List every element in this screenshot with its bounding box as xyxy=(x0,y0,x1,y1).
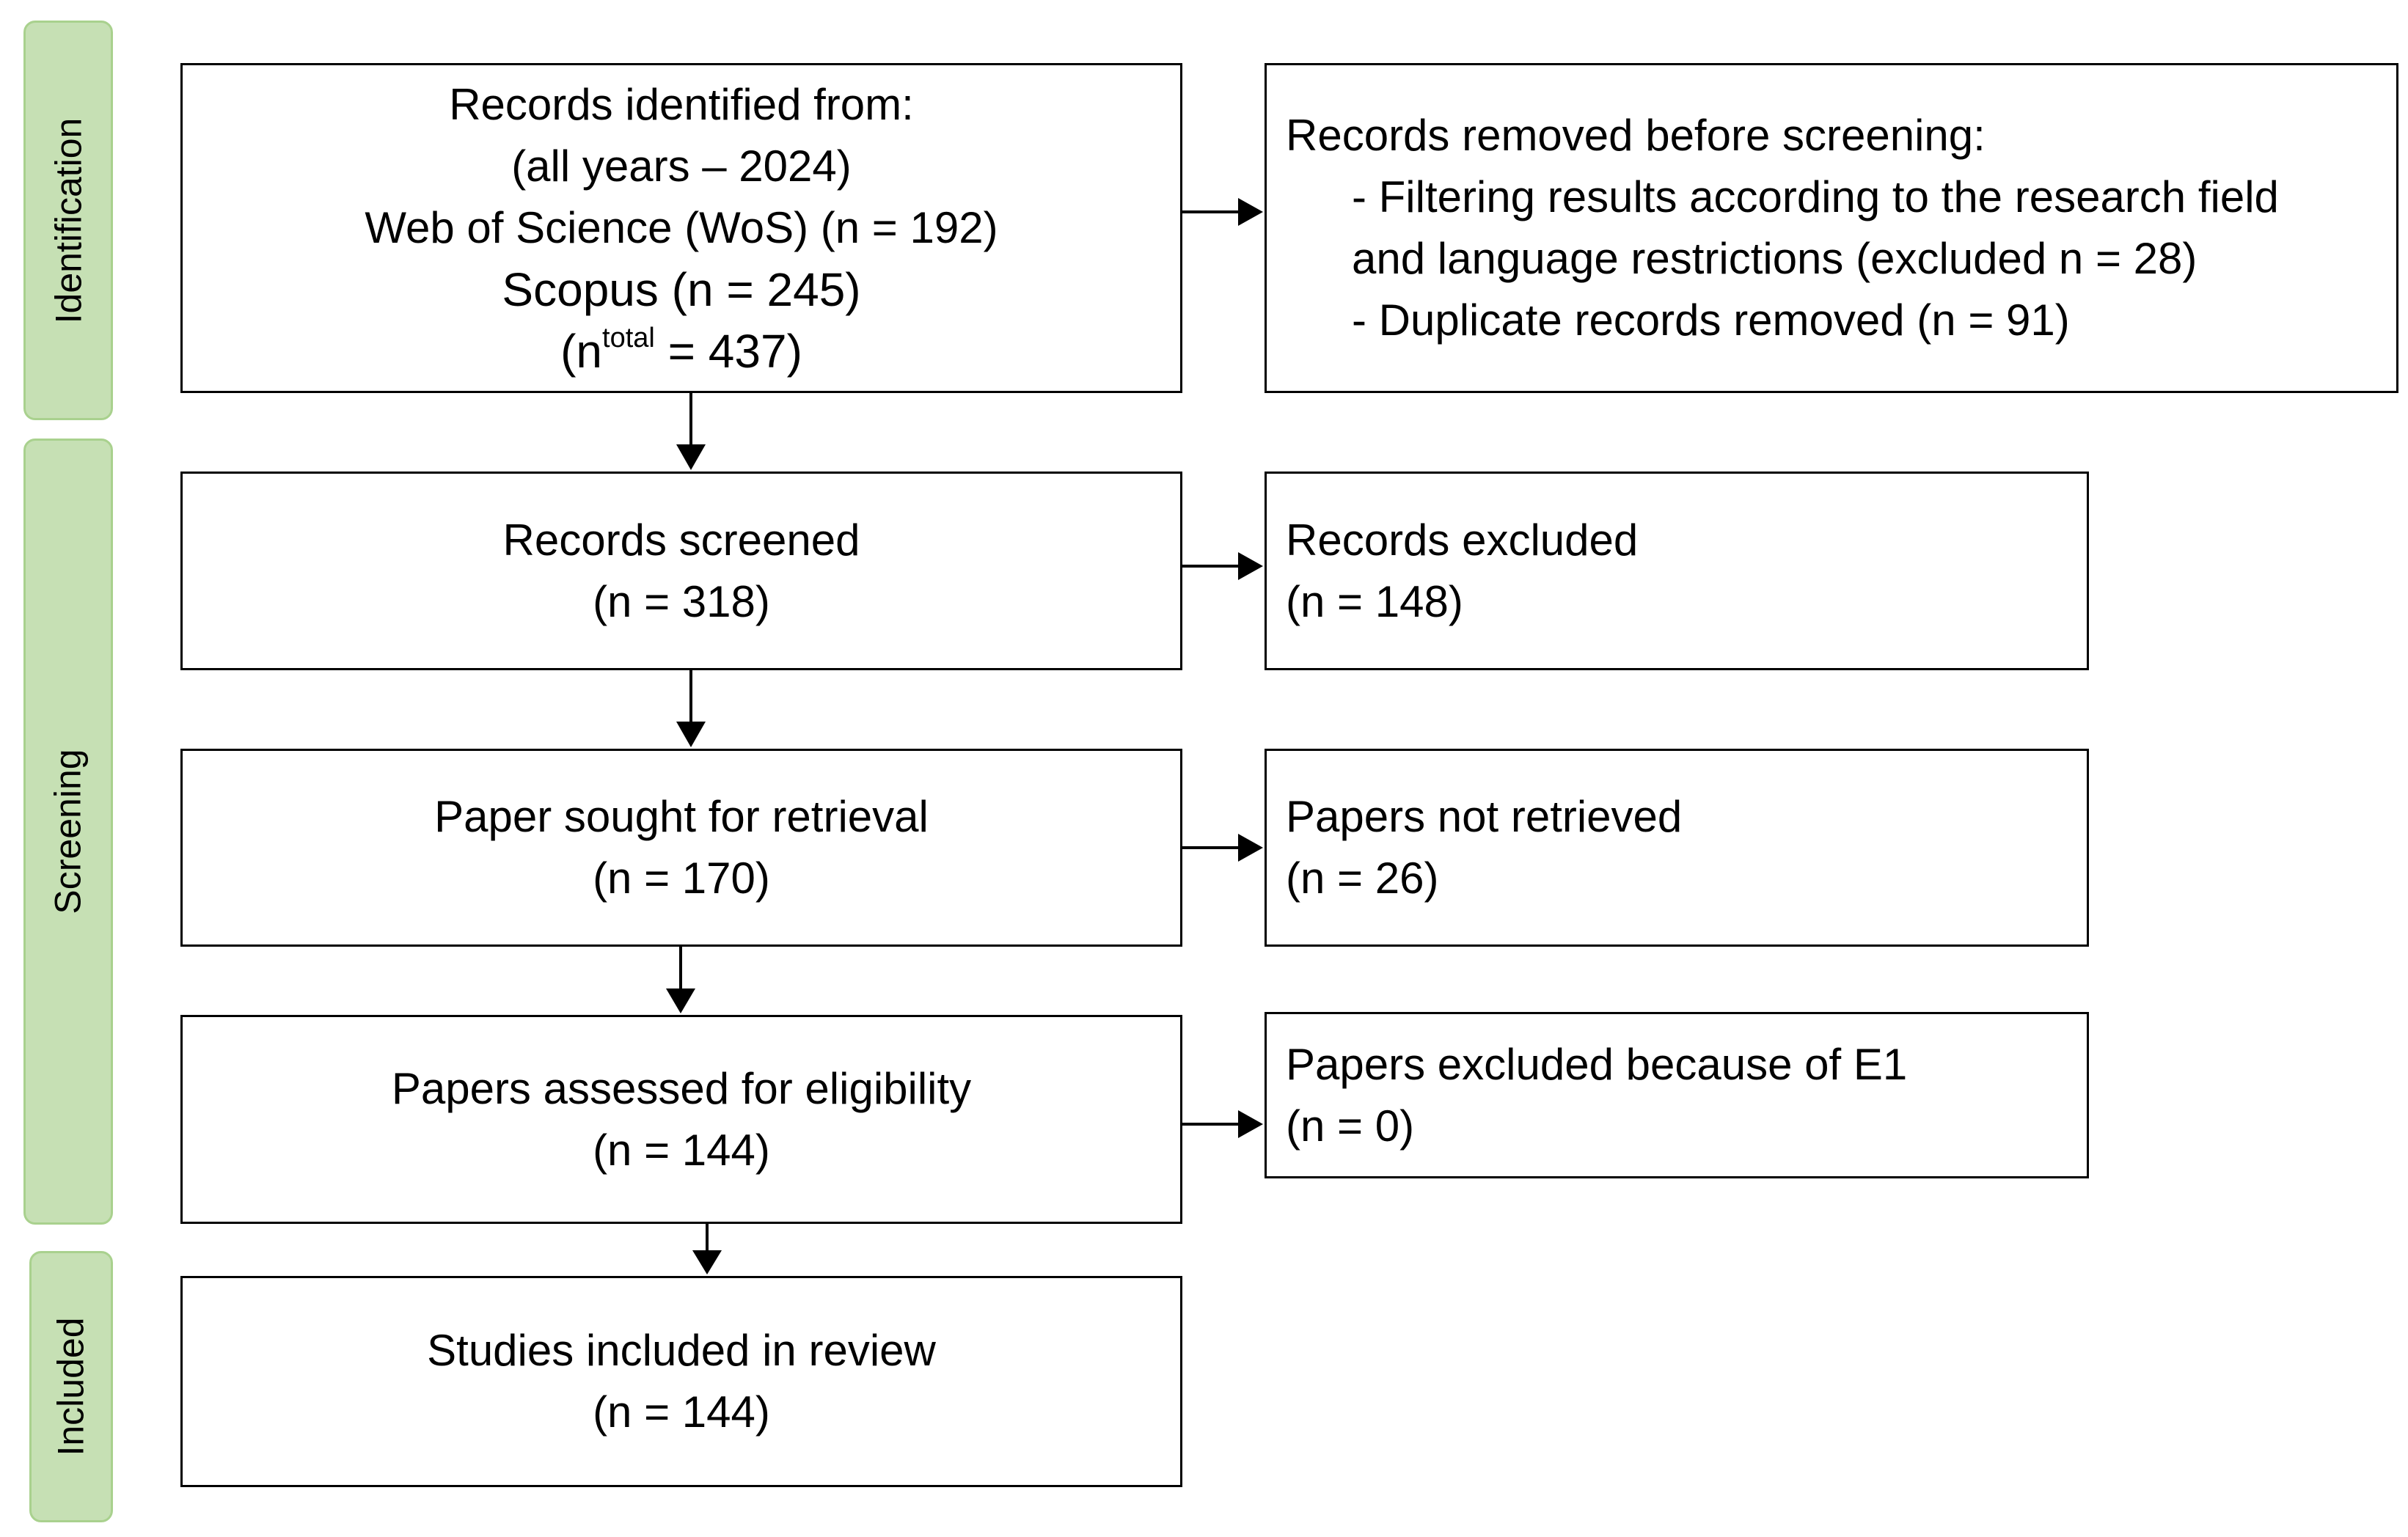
arrowhead-sought-to-assessed xyxy=(666,988,695,1013)
box-records-identified: Records identified from: (all years – 20… xyxy=(180,63,1182,393)
identified-total-superscript: total xyxy=(602,323,655,353)
phase-identification: Identification xyxy=(23,21,113,420)
identified-total-open: (n xyxy=(560,325,603,378)
identified-total: (ntotal = 437) xyxy=(560,320,802,382)
sought-label: Paper sought for retrieval xyxy=(434,792,929,841)
identified-line-2: (all years – 2024) xyxy=(511,142,852,191)
sought-count: (n = 170) xyxy=(593,854,770,903)
box-studies-included: Studies included in review (n = 144) xyxy=(180,1276,1182,1487)
arrowhead-sought-to-not-retrieved xyxy=(1238,834,1263,862)
excluded-e1-count: (n = 0) xyxy=(1286,1101,1415,1151)
arrowhead-screened-to-excluded xyxy=(1238,552,1263,580)
excluded-label: Records excluded xyxy=(1286,515,1639,565)
not-retrieved-count: (n = 26) xyxy=(1286,854,1439,903)
included-count: (n = 144) xyxy=(593,1387,770,1437)
included-label: Studies included in review xyxy=(427,1326,936,1375)
arrowhead-assessed-to-excluded-e1 xyxy=(1238,1110,1263,1138)
excluded-e1-label: Papers excluded because of E1 xyxy=(1286,1039,1908,1089)
screened-label: Records screened xyxy=(502,515,860,565)
box-papers-assessed: Papers assessed for eligibility (n = 144… xyxy=(180,1015,1182,1224)
box-records-screened: Records screened (n = 318) xyxy=(180,472,1182,670)
removed-title: Records removed before screening: xyxy=(1286,111,1986,160)
box-papers-sought: Paper sought for retrieval (n = 170) xyxy=(180,749,1182,947)
assessed-count: (n = 144) xyxy=(593,1125,770,1175)
screened-count: (n = 318) xyxy=(593,576,770,626)
arrowhead-screened-to-sought xyxy=(676,722,706,747)
arrowhead-assessed-to-included xyxy=(692,1250,722,1274)
identified-line-3: Web of Science (WoS) (n = 192) xyxy=(365,203,998,252)
box-records-excluded: Records excluded (n = 148) xyxy=(1265,472,2089,670)
arrowhead-identified-to-removed xyxy=(1238,198,1263,226)
identified-line-4: Scopus (n = 245) xyxy=(502,263,861,316)
assessed-label: Papers assessed for eligibility xyxy=(391,1063,972,1113)
not-retrieved-label: Papers not retrieved xyxy=(1286,792,1683,841)
removed-item-2: - Duplicate records removed (n = 91) xyxy=(1352,296,2070,345)
phase-included: Included xyxy=(29,1251,113,1522)
arrowhead-identified-to-screened xyxy=(676,444,706,470)
identified-line-1: Records identified from: xyxy=(449,80,914,129)
box-papers-excluded-e1: Papers excluded because of E1 (n = 0) xyxy=(1265,1012,2089,1178)
phase-screening: Screening xyxy=(23,439,113,1225)
excluded-count: (n = 148) xyxy=(1286,576,1463,626)
removed-item-1a: - Filtering results according to the res… xyxy=(1352,172,2279,221)
removed-item-1b: and language restrictions (excluded n = … xyxy=(1352,234,2197,283)
identified-total-close: = 437) xyxy=(654,325,802,378)
box-records-removed: Records removed before screening: - Filt… xyxy=(1265,63,2398,393)
box-papers-not-retrieved: Papers not retrieved (n = 26) xyxy=(1265,749,2089,947)
